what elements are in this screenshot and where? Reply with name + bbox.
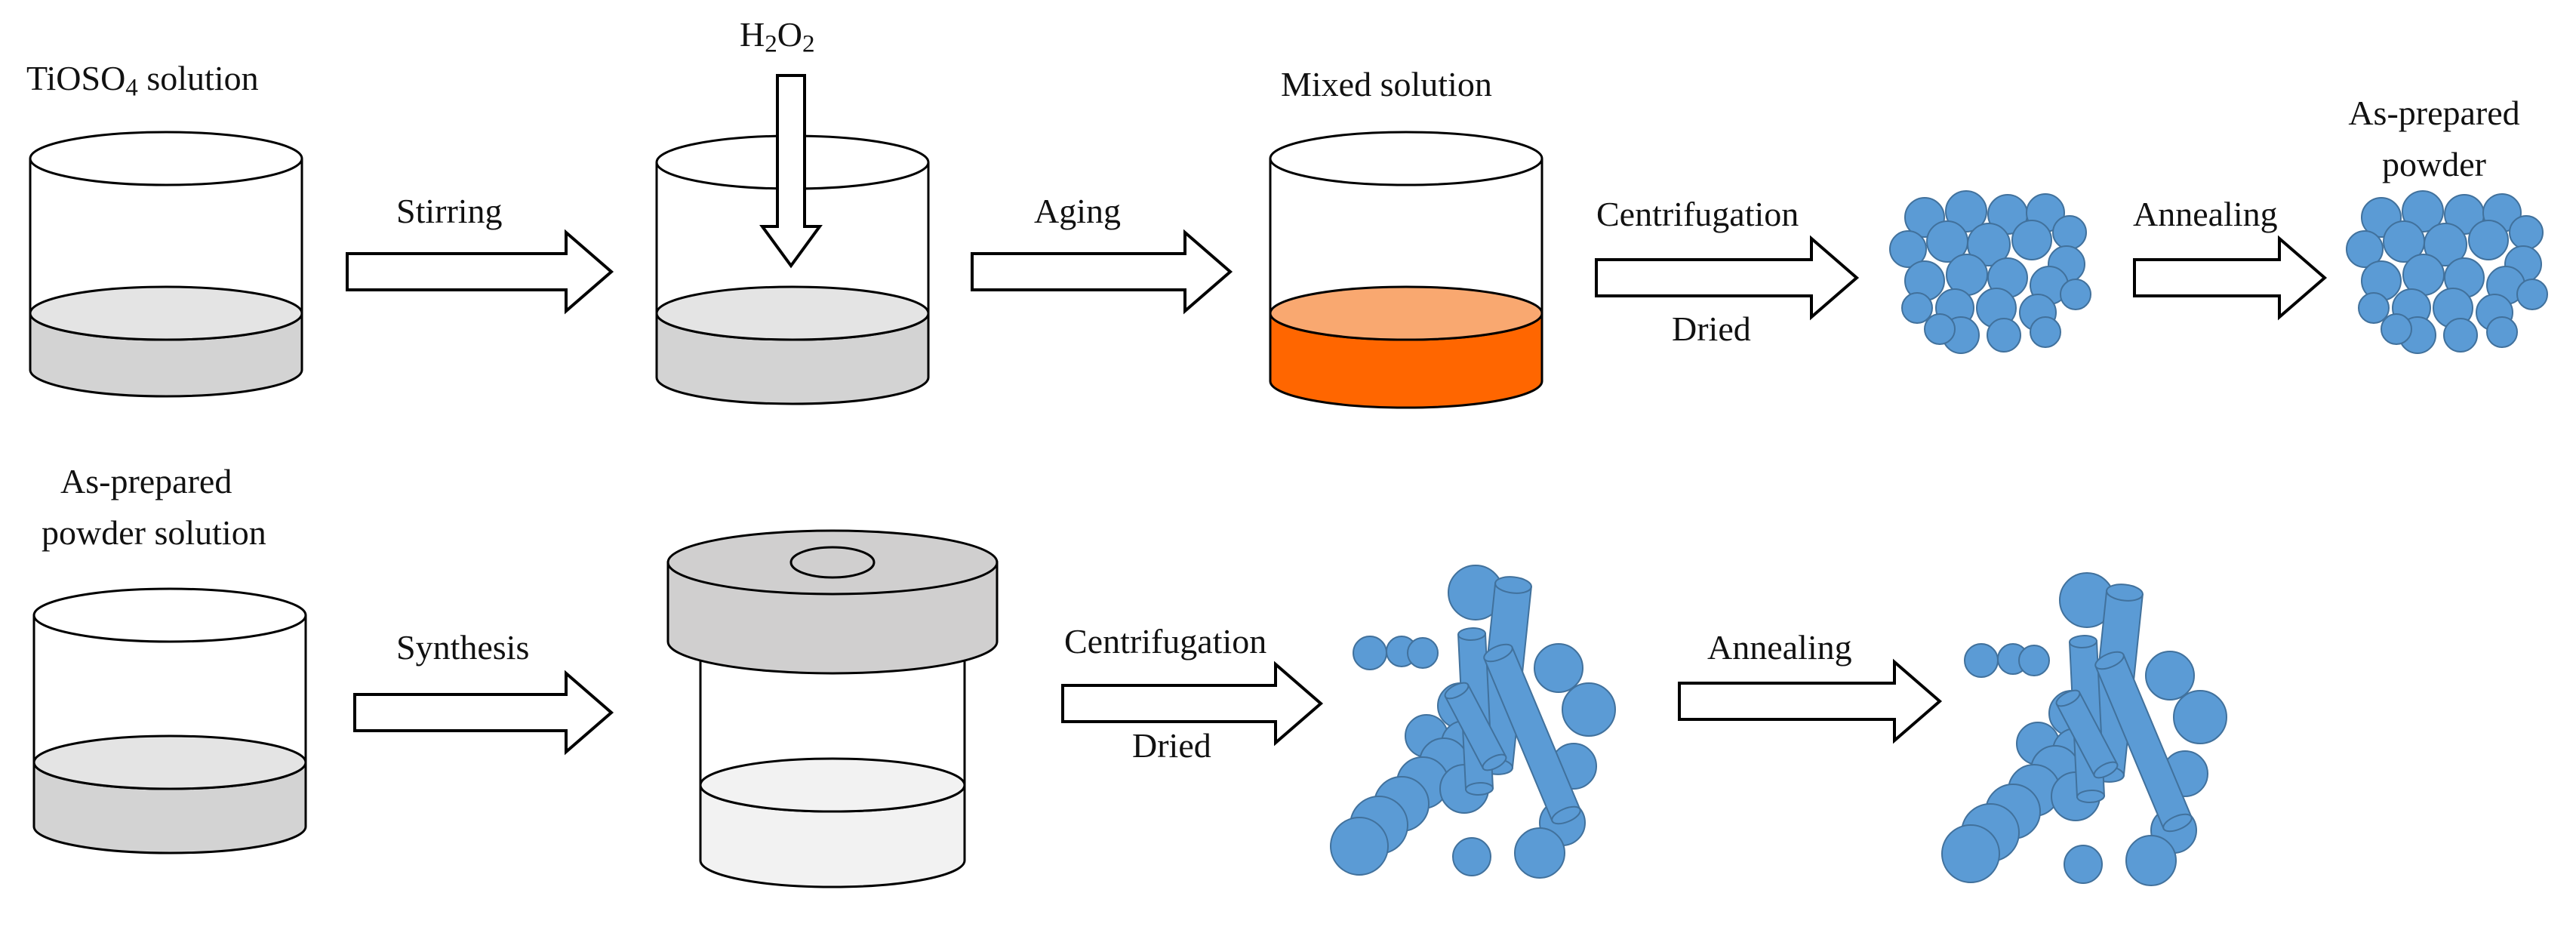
arrow-annealing-2 <box>1678 658 1943 744</box>
beaker-mixed-rim <box>1269 131 1543 186</box>
arrow-synthesis <box>353 670 614 756</box>
nanorod <box>2094 651 2193 833</box>
label-as-prepared-1: As-prepared <box>2348 94 2520 132</box>
arrow-label-stirring: Stirring <box>396 192 503 230</box>
sphere <box>2125 835 2177 886</box>
arrow-label-centrifugation-2: Centrifugation <box>1064 622 1267 660</box>
nanorod-cluster-annealed <box>1941 572 2227 886</box>
label-h2o2: H2O2 <box>740 15 815 58</box>
arrow-stirring <box>346 229 614 315</box>
sphere-chain <box>1941 824 2000 883</box>
beaker-powder-liquid-surface <box>32 734 307 790</box>
arrow-centrifugation-2 <box>1061 660 1324 747</box>
sphere <box>2018 645 2050 676</box>
arrow-label-dried-2: Dried <box>1132 726 1211 765</box>
sphere <box>1562 682 1616 737</box>
beaker-h2o2-liquid-surface <box>655 285 930 341</box>
label-powder-solution: powder solution <box>42 513 266 552</box>
arrow-aging <box>971 229 1233 315</box>
label-as-prepared-2: As-prepared <box>60 462 232 500</box>
particle <box>1924 313 1956 345</box>
particle <box>2030 316 2061 348</box>
sphere-chain <box>1330 817 1389 876</box>
particle <box>2443 318 2478 353</box>
particle <box>1945 190 1987 232</box>
particle <box>2424 223 2467 266</box>
beaker-tioso4-liquid-surface <box>29 285 303 341</box>
particle <box>2516 279 2548 310</box>
particle <box>2486 316 2518 348</box>
particle <box>2052 215 2087 250</box>
sphere <box>1964 643 1999 678</box>
particle-cluster-as-prepared <box>2346 190 2548 354</box>
particle <box>2402 190 2444 232</box>
beaker-powder-solution <box>32 587 307 854</box>
arrow-label-dried-1: Dried <box>1672 309 1751 348</box>
autoclave <box>666 529 999 888</box>
nanorod <box>1483 643 1581 825</box>
nanorod <box>2055 689 2119 779</box>
sphere <box>1353 636 1387 670</box>
particle <box>1901 292 1933 324</box>
particle <box>1987 318 2021 353</box>
arrow-label-centrifugation-1: Centrifugation <box>1596 195 1799 233</box>
particle <box>2381 313 2412 345</box>
beaker-tioso4-rim <box>29 131 303 186</box>
particle <box>2060 279 2091 310</box>
nanorod-cluster-dried <box>1330 565 1616 879</box>
sphere <box>1534 643 1583 693</box>
beaker-mixed-liquid-surface <box>1269 285 1543 341</box>
sphere <box>2173 690 2227 744</box>
beaker-mixed-solution <box>1269 131 1543 409</box>
autoclave-lid-hole <box>789 546 876 579</box>
label-tioso4-solution: TiOSO4 solution <box>26 59 259 102</box>
label-mixed-solution: Mixed solution <box>1281 65 1492 103</box>
beaker-tioso4 <box>29 131 303 398</box>
arrow-centrifugation-1 <box>1595 235 1860 321</box>
particle <box>2346 230 2384 268</box>
sphere <box>1452 837 1491 876</box>
particle <box>2011 220 2052 260</box>
arrow-annealing-1 <box>2133 235 2328 321</box>
sphere <box>1514 827 1565 879</box>
particle <box>2468 220 2509 260</box>
arrow-label-synthesis: Synthesis <box>396 628 530 667</box>
particle <box>2358 292 2390 324</box>
arrow-label-aging: Aging <box>1034 192 1121 230</box>
beaker-powder-rim <box>32 587 307 643</box>
nanorod <box>1444 682 1507 771</box>
sphere <box>2064 845 2103 884</box>
particle <box>2509 215 2544 250</box>
particle-cluster-dried <box>1889 190 2091 354</box>
arrow-label-annealing-1: Annealing <box>2133 195 2278 233</box>
autoclave-liquid-surface <box>699 757 966 813</box>
arrow-h2o2-down <box>759 74 823 269</box>
sphere <box>1407 637 1439 669</box>
arrow-label-annealing-2: Annealing <box>1707 628 1852 667</box>
label-powder: powder <box>2382 145 2486 183</box>
sphere <box>2145 651 2195 701</box>
particle <box>1967 223 2011 266</box>
particle <box>1889 230 1927 268</box>
